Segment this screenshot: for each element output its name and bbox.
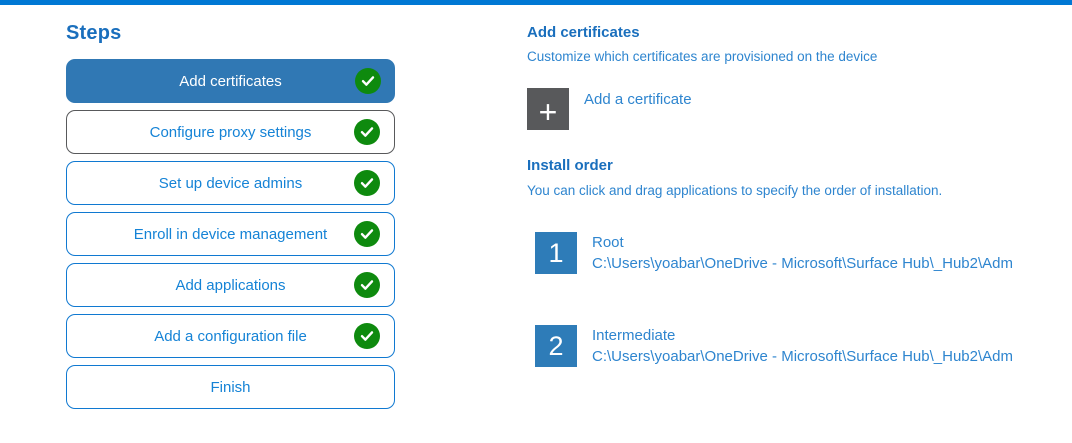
install-order-item-root[interactable]: 1 Root C:\Users\yoabar\OneDrive - Micros… [535,232,1064,274]
install-order-subtitle: You can click and drag applications to s… [527,183,943,198]
certificate-path: C:\Users\yoabar\OneDrive - Microsoft\Sur… [592,348,1013,365]
step-label: Add applications [175,276,286,294]
check-icon [354,221,380,247]
add-certificate-button[interactable]: + Add a certificate [527,88,692,130]
section-title: Add certificates [527,24,640,41]
step-label: Finish [210,378,251,396]
top-accent-bar [0,0,1072,5]
step-set-up-device-admins[interactable]: Set up device admins [66,161,395,205]
certificate-name: Intermediate [592,327,676,344]
step-add-certificates[interactable]: Add certificates [66,59,395,103]
plus-icon: + [527,88,569,130]
check-icon [354,272,380,298]
check-icon [354,323,380,349]
check-icon [354,119,380,145]
add-certificate-label: Add a certificate [584,91,692,108]
step-add-a-configuration-file[interactable]: Add a configuration file [66,314,395,358]
step-label: Add certificates [179,72,282,90]
section-subtitle: Customize which certificates are provisi… [527,49,878,64]
step-label: Configure proxy settings [149,123,312,141]
steps-title: Steps [66,22,122,44]
step-label: Set up device admins [158,174,303,192]
install-order-title: Install order [527,157,613,174]
step-configure-proxy-settings[interactable]: Configure proxy settings [66,110,395,154]
check-icon [355,68,381,94]
certificate-path: C:\Users\yoabar\OneDrive - Microsoft\Sur… [592,255,1013,272]
step-label: Add a configuration file [154,327,307,345]
step-finish[interactable]: Finish [66,365,395,409]
order-number-badge: 2 [535,325,577,367]
certificate-name: Root [592,234,624,251]
certificate-info: Root C:\Users\yoabar\OneDrive - Microsof… [592,232,1064,274]
order-number-badge: 1 [535,232,577,274]
step-label: Enroll in device management [133,225,328,243]
add-certificates-panel: Add certificates Customize which certifi… [527,24,1064,367]
certificate-info: Intermediate C:\Users\yoabar\OneDrive - … [592,325,1064,367]
step-add-applications[interactable]: Add applications [66,263,395,307]
check-icon [354,170,380,196]
steps-sidebar: Steps Add certificates Configure proxy s… [66,22,395,416]
install-order-item-intermediate[interactable]: 2 Intermediate C:\Users\yoabar\OneDrive … [535,325,1064,367]
step-enroll-in-device-management[interactable]: Enroll in device management [66,212,395,256]
